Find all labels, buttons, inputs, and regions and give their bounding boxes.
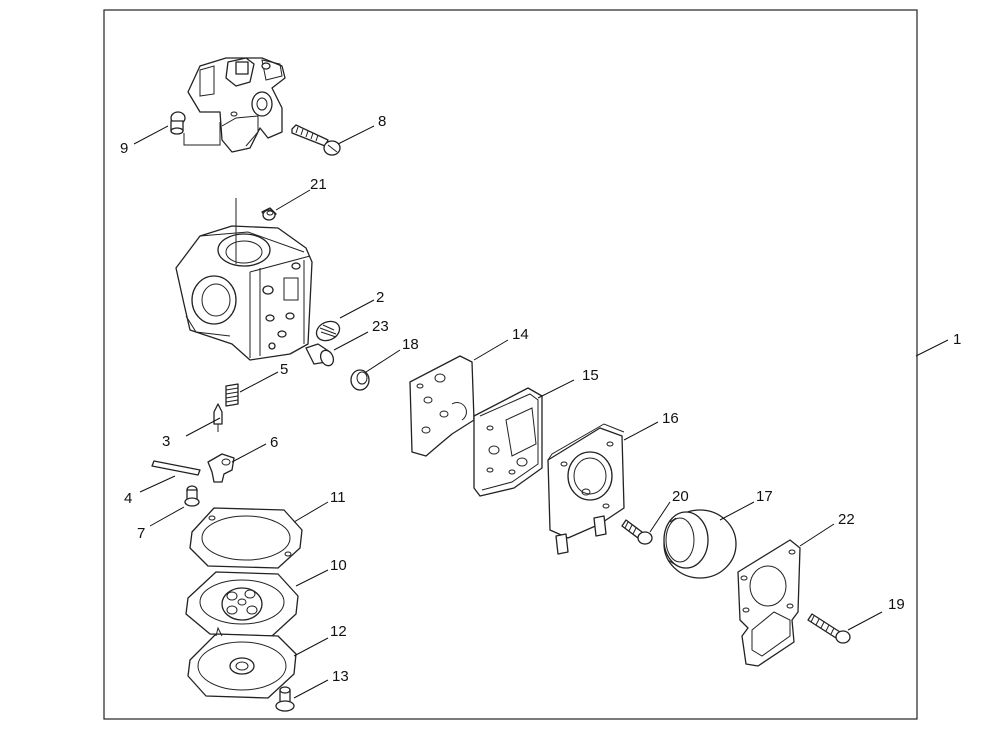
callout-13: 13 bbox=[332, 668, 349, 685]
pump-diaphragm-15-part bbox=[473, 387, 543, 497]
diaphragm-cover-12-part bbox=[187, 626, 297, 699]
callout-20: 20 bbox=[672, 488, 689, 505]
screw-19-part bbox=[807, 613, 851, 644]
plug-18-part bbox=[350, 369, 370, 391]
screw-9-part bbox=[170, 111, 221, 146]
callout-17: 17 bbox=[756, 488, 773, 505]
callout-2: 2 bbox=[376, 289, 384, 306]
pin-21-part bbox=[261, 207, 277, 221]
pump-body-16-part bbox=[547, 423, 625, 555]
diagram-frame bbox=[103, 9, 918, 720]
filter-screen-2-part bbox=[315, 320, 341, 342]
callout-10: 10 bbox=[330, 557, 347, 574]
callout-11: 11 bbox=[330, 489, 346, 506]
callout-14: 14 bbox=[512, 326, 529, 343]
needle-23-part bbox=[305, 343, 335, 367]
callout-labels: 1 2 3 4 5 6 7 8 9 10 11 12 13 14 15 16 1… bbox=[120, 113, 961, 685]
screw-8-part bbox=[291, 124, 341, 156]
callout-23: 23 bbox=[372, 318, 389, 335]
callout-22: 22 bbox=[838, 511, 855, 528]
spring-5-part bbox=[225, 383, 239, 407]
callout-1: 1 bbox=[953, 331, 961, 348]
leader-lines bbox=[133, 125, 949, 699]
callout-19: 19 bbox=[888, 596, 905, 613]
callout-3: 3 bbox=[162, 433, 170, 450]
callout-8: 8 bbox=[378, 113, 386, 130]
lever-6-part bbox=[207, 453, 235, 483]
callout-18: 18 bbox=[402, 336, 419, 353]
carburetor-body-part bbox=[175, 198, 313, 361]
pin-4-part bbox=[151, 460, 201, 476]
gasket-14-part bbox=[409, 355, 475, 457]
screw-20-part bbox=[621, 519, 653, 545]
diaphragm-10-part bbox=[185, 571, 299, 637]
callout-4: 4 bbox=[124, 490, 132, 507]
callout-12: 12 bbox=[330, 623, 347, 640]
callout-9: 9 bbox=[120, 140, 128, 157]
bracket-22-part bbox=[737, 539, 801, 667]
callout-15: 15 bbox=[582, 367, 599, 384]
callout-21: 21 bbox=[310, 176, 327, 193]
callout-6: 6 bbox=[270, 434, 278, 451]
screw-7-part bbox=[184, 485, 200, 507]
callout-7: 7 bbox=[137, 525, 145, 542]
gasket-11-part bbox=[189, 507, 303, 569]
inlet-needle-3-part bbox=[213, 403, 223, 432]
screw-13-part bbox=[275, 686, 295, 712]
callout-16: 16 bbox=[662, 410, 679, 427]
callout-5: 5 bbox=[280, 361, 288, 378]
primer-bulb-17-part bbox=[663, 509, 737, 579]
throttle-cover-part bbox=[187, 57, 286, 153]
